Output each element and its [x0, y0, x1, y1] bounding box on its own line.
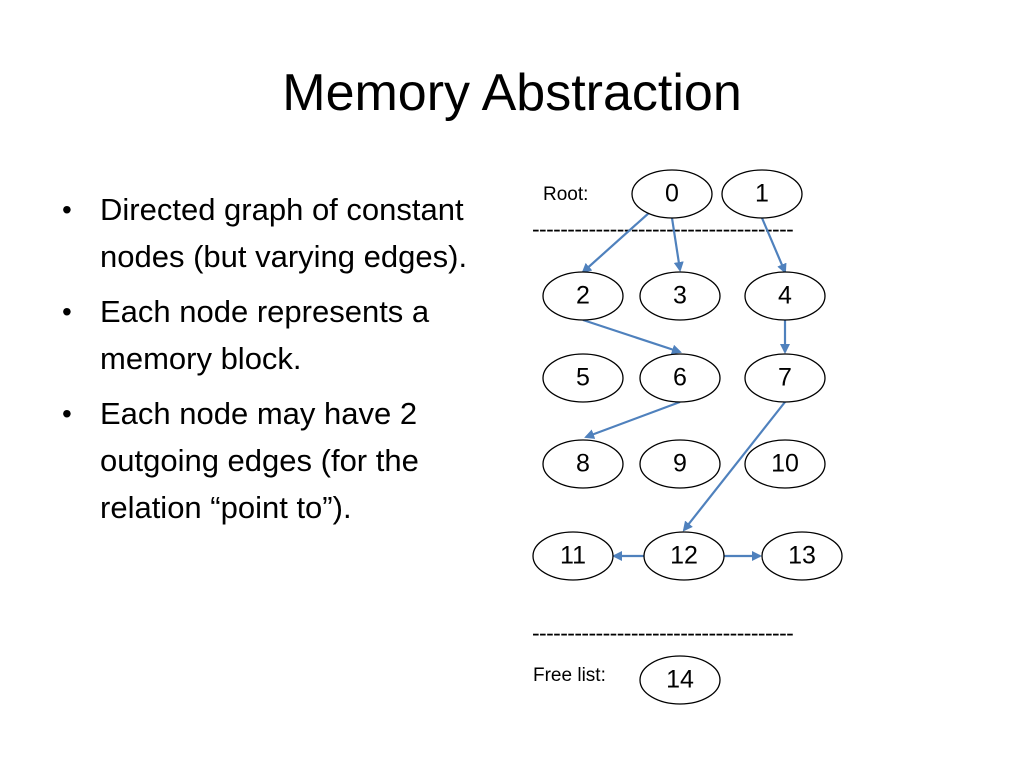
node-label: 14: [666, 666, 694, 694]
node-14: 14: [639, 655, 721, 705]
bullet-dot: •: [62, 194, 72, 225]
node-ellipse: [721, 169, 803, 219]
node-2: 2: [542, 271, 624, 321]
bullet-list: • Directed graph of constant nodes (but v…: [58, 186, 498, 539]
node-ellipse: [639, 271, 721, 321]
node-ellipse: [744, 439, 826, 489]
node-label: 4: [778, 282, 792, 310]
bullet-text: Each node represents a memory block.: [100, 294, 430, 376]
edge-0-to-3: [670, 217, 684, 272]
node-label: 6: [673, 364, 687, 392]
node-8: 8: [542, 439, 624, 489]
node-ellipse: [542, 439, 624, 489]
node-ellipse: [532, 531, 614, 581]
node-ellipse: [744, 271, 826, 321]
node-ellipse: [639, 439, 721, 489]
bullet-text: Each node may have 2 outgoing edges (for…: [100, 396, 419, 525]
node-12: 12: [643, 531, 725, 581]
node-label: 11: [560, 542, 586, 570]
node-ellipse: [761, 531, 843, 581]
node-0: 0: [631, 169, 713, 219]
node-label: 12: [670, 542, 698, 570]
node-ellipse: [639, 353, 721, 403]
edge-7-to-12: [682, 401, 786, 532]
node-label: 5: [576, 364, 590, 392]
node-label: 8: [576, 450, 590, 478]
node-4: 4: [744, 271, 826, 321]
node-ellipse: [542, 271, 624, 321]
bullet-item: • Each node represents a memory block.: [58, 288, 498, 382]
node-11: 11: [532, 531, 614, 581]
root-divider: -------------------------------------: [532, 216, 793, 242]
node-ellipse: [744, 353, 826, 403]
node-1: 1: [721, 169, 803, 219]
node-label: 7: [778, 364, 792, 392]
node-7: 7: [744, 353, 826, 403]
node-label: 13: [788, 542, 816, 570]
bullet-dot: •: [62, 296, 72, 327]
node-9: 9: [639, 439, 721, 489]
bullet-dot: •: [62, 398, 72, 429]
edge-1-to-4: [760, 217, 787, 274]
edge-2-to-6: [582, 318, 682, 355]
slide-title: Memory Abstraction: [282, 64, 742, 122]
edges-layer: [581, 211, 790, 561]
free-list-label: Free list:: [533, 665, 606, 686]
node-label: 1: [755, 180, 769, 208]
node-5: 5: [542, 353, 624, 403]
edge-0-to-2: [581, 211, 651, 274]
node-ellipse: [631, 169, 713, 219]
node-label: 9: [673, 450, 687, 478]
bullet-item: • Each node may have 2 outgoing edges (fo…: [58, 390, 498, 531]
node-label: 10: [771, 450, 799, 478]
node-10: 10: [744, 439, 826, 489]
node-ellipse: [643, 531, 725, 581]
node-3: 3: [639, 271, 721, 321]
node-6: 6: [639, 353, 721, 403]
root-label: Root:: [543, 184, 588, 205]
node-label: 3: [673, 282, 687, 310]
edge-6-to-8: [584, 400, 681, 439]
bullet-text: Directed graph of constant nodes (but va…: [100, 192, 468, 274]
node-13: 13: [761, 531, 843, 581]
free-list-divider: -------------------------------------: [532, 620, 793, 646]
node-label: 0: [665, 180, 679, 208]
node-label: 2: [576, 282, 590, 310]
node-ellipse: [639, 655, 721, 705]
bullet-item: • Directed graph of constant nodes (but v…: [58, 186, 498, 280]
node-ellipse: [542, 353, 624, 403]
